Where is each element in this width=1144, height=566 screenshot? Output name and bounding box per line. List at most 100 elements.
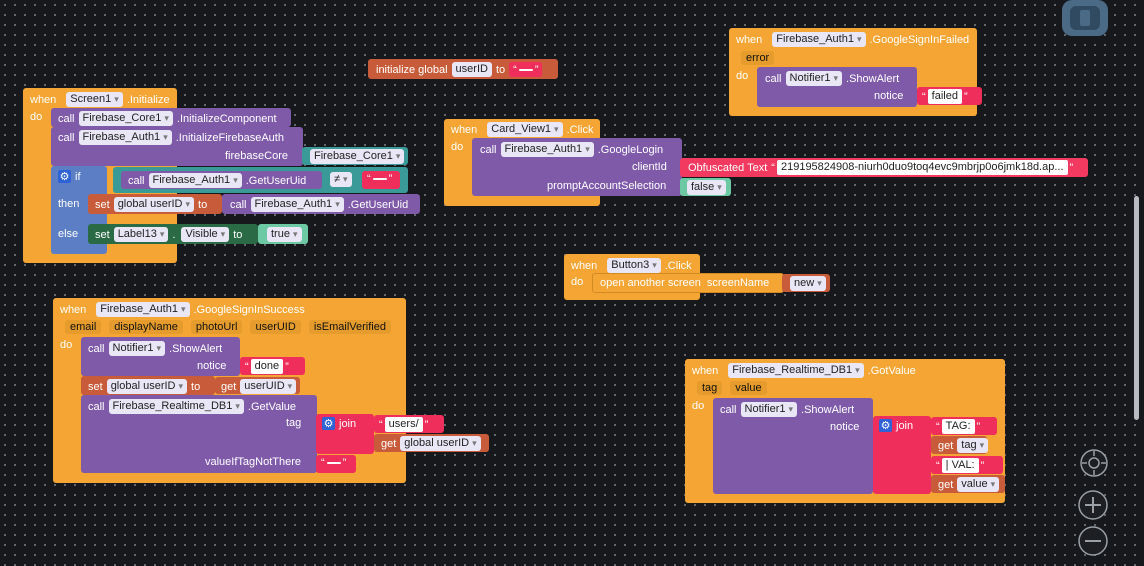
- card-view1-dropdown[interactable]: Card_View1: [487, 122, 563, 137]
- empty-text-block[interactable]: “”: [362, 171, 400, 189]
- get-user-uid-block[interactable]: get userUID: [215, 377, 300, 394]
- users-text-block[interactable]: “users/”: [374, 415, 444, 433]
- val-text-block[interactable]: “ | VAL: ”: [931, 456, 1003, 474]
- false-dropdown[interactable]: false: [687, 180, 726, 195]
- call-get-user-uid[interactable]: call Firebase_Auth1 .GetUserUid: [121, 171, 322, 189]
- global-userid-dropdown[interactable]: global userID: [106, 379, 188, 394]
- call-initialize-component[interactable]: call Firebase_Core1 .InitializeComponent: [51, 108, 291, 127]
- empty-text-block[interactable]: “”: [509, 62, 543, 77]
- join-block[interactable]: ⚙ join: [316, 414, 374, 454]
- when-label: when: [60, 303, 87, 316]
- empty-text-value[interactable]: [518, 68, 533, 71]
- call-get-user-uid-then[interactable]: call Firebase_Auth1 .GetUserUid: [222, 194, 420, 214]
- set-global-userid-success[interactable]: set global userID to: [81, 376, 215, 395]
- notifier1-dropdown[interactable]: Notifier1: [740, 402, 798, 417]
- obfuscated-text-block[interactable]: Obfuscated Text “ 219195824908-niurh0duo…: [680, 158, 1088, 177]
- tag-text-value[interactable]: TAG:: [941, 419, 975, 434]
- call-label: call: [58, 112, 75, 125]
- users-text-value[interactable]: users/: [384, 417, 423, 432]
- to-label: to: [198, 198, 208, 211]
- zoom-in-icon[interactable]: [1077, 489, 1109, 521]
- true-boolean-block[interactable]: true: [258, 224, 308, 244]
- init-global-block[interactable]: initialize global userID to “”: [368, 59, 558, 79]
- call-get-value[interactable]: call Firebase_Realtime_DB1 .GetValue tag…: [81, 395, 317, 473]
- notifier1-dropdown[interactable]: Notifier1: [785, 71, 843, 86]
- call-show-alert-got-value[interactable]: call Notifier1 .ShowAlert notice: [713, 398, 873, 494]
- tag-param[interactable]: tag: [697, 381, 723, 395]
- label13-dropdown[interactable]: Label13: [113, 227, 169, 242]
- empty-text-block[interactable]: “”: [316, 455, 356, 473]
- user-uid-param[interactable]: userUID: [250, 320, 301, 334]
- empty-text-value[interactable]: [326, 462, 341, 464]
- notice-arg-label: notice: [830, 421, 860, 433]
- get-label: get: [381, 437, 397, 450]
- visible-property-dropdown[interactable]: Visible: [181, 227, 230, 242]
- obfuscated-text-label: Obfuscated Text: [688, 161, 768, 174]
- when-label: when: [30, 93, 57, 106]
- get-value-block[interactable]: get value: [931, 475, 1005, 493]
- call-initialize-firebase-auth[interactable]: call Firebase_Auth1 .InitializeFirebaseA…: [51, 127, 303, 166]
- to-label: to: [495, 63, 506, 76]
- tag-text-block[interactable]: “TAG: ”: [931, 417, 997, 435]
- display-name-param[interactable]: displayName: [109, 320, 183, 334]
- call-google-login[interactable]: call Firebase_Auth1 .GoogleLogin clientI…: [472, 138, 682, 196]
- firebase-auth1-dropdown[interactable]: Firebase_Auth1: [250, 197, 344, 212]
- global-var-name[interactable]: userID: [451, 62, 492, 77]
- true-dropdown[interactable]: true: [267, 227, 302, 242]
- val-text-value[interactable]: | VAL:: [941, 458, 979, 473]
- firebase-auth1-dropdown[interactable]: Firebase_Auth1: [772, 32, 866, 47]
- firebase-auth1-dropdown[interactable]: Firebase_Auth1: [148, 173, 242, 188]
- firebase-core1-component-block[interactable]: Firebase_Core1: [302, 147, 408, 165]
- empty-text-value[interactable]: [372, 178, 387, 180]
- error-param[interactable]: error: [741, 51, 775, 65]
- is-email-verified-param[interactable]: isEmailVerified: [308, 320, 391, 334]
- do-label: do: [736, 70, 749, 82]
- neq-operator-dropdown[interactable]: ≠: [330, 172, 352, 187]
- set-label13-visible-block[interactable]: set Label13 . Visible to: [88, 224, 258, 244]
- firebase-auth1-dropdown[interactable]: Firebase_Auth1: [500, 142, 594, 157]
- firebase-core1-component-dropdown[interactable]: Firebase_Core1: [310, 149, 405, 164]
- user-uid-dropdown[interactable]: userUID: [240, 379, 297, 394]
- value-if-tag-not-there-label: valueIfTagNotThere: [205, 456, 301, 468]
- open-another-screen-label: open another screen: [600, 277, 701, 289]
- set-global-userid-block[interactable]: set global userID to: [88, 194, 222, 214]
- trashcan-icon[interactable]: [1056, 0, 1114, 40]
- target-icon[interactable]: [1079, 448, 1109, 478]
- done-text-value[interactable]: done: [250, 359, 284, 374]
- screen1-dropdown[interactable]: Screen1: [66, 92, 123, 107]
- failed-text-block[interactable]: “failed”: [917, 87, 982, 105]
- new-screen-dropdown[interactable]: new: [790, 276, 826, 291]
- done-text-block[interactable]: “done”: [240, 357, 305, 375]
- new-variable-block[interactable]: new: [782, 274, 830, 292]
- value-param[interactable]: value: [730, 381, 767, 395]
- notifier1-dropdown[interactable]: Notifier1: [108, 341, 166, 356]
- call-show-alert-done[interactable]: call Notifier1 .ShowAlert notice: [81, 337, 240, 376]
- gear-icon[interactable]: ⚙: [879, 419, 892, 432]
- else-label: else: [58, 228, 79, 240]
- get-tag-block[interactable]: get tag: [931, 436, 989, 454]
- false-boolean-block[interactable]: false: [680, 178, 731, 196]
- open-another-screen-block[interactable]: open another screen screenName: [592, 273, 784, 293]
- photo-url-param[interactable]: photoUrl: [190, 320, 243, 334]
- global-userid-dropdown[interactable]: global userID: [400, 436, 481, 451]
- gear-icon[interactable]: ⚙: [58, 170, 71, 183]
- email-param[interactable]: email: [65, 320, 102, 334]
- call-show-alert-failed[interactable]: call Notifier1 .ShowAlert notice: [757, 67, 917, 107]
- zoom-out-icon[interactable]: [1077, 525, 1109, 557]
- value-dropdown[interactable]: value: [957, 477, 1000, 492]
- obfuscated-text-value[interactable]: 219195824908-niurh0duo9toq4evc9mbrjp0o6j…: [776, 160, 1068, 175]
- firebase-realtime-db1-dropdown[interactable]: Firebase_Realtime_DB1: [728, 363, 864, 378]
- initialize-firebase-auth-method: .InitializeFirebaseAuth: [175, 131, 284, 144]
- get-global-userid-block[interactable]: get global userID: [374, 434, 489, 452]
- tag-dropdown[interactable]: tag: [957, 438, 989, 453]
- firebase-core1-dropdown[interactable]: Firebase_Core1: [78, 111, 173, 126]
- firebase-auth1-dropdown[interactable]: Firebase_Auth1: [96, 302, 190, 317]
- button3-dropdown[interactable]: Button3: [607, 258, 661, 273]
- firebase-realtime-db1-dropdown[interactable]: Firebase_Realtime_DB1: [108, 399, 244, 414]
- global-userid-dropdown[interactable]: global userID: [113, 197, 195, 212]
- firebase-auth1-dropdown[interactable]: Firebase_Auth1: [78, 130, 172, 145]
- failed-text-value[interactable]: failed: [927, 89, 962, 104]
- join-block[interactable]: ⚙ join: [873, 416, 931, 494]
- vertical-scrollbar[interactable]: [1134, 196, 1139, 420]
- gear-icon[interactable]: ⚙: [322, 417, 335, 430]
